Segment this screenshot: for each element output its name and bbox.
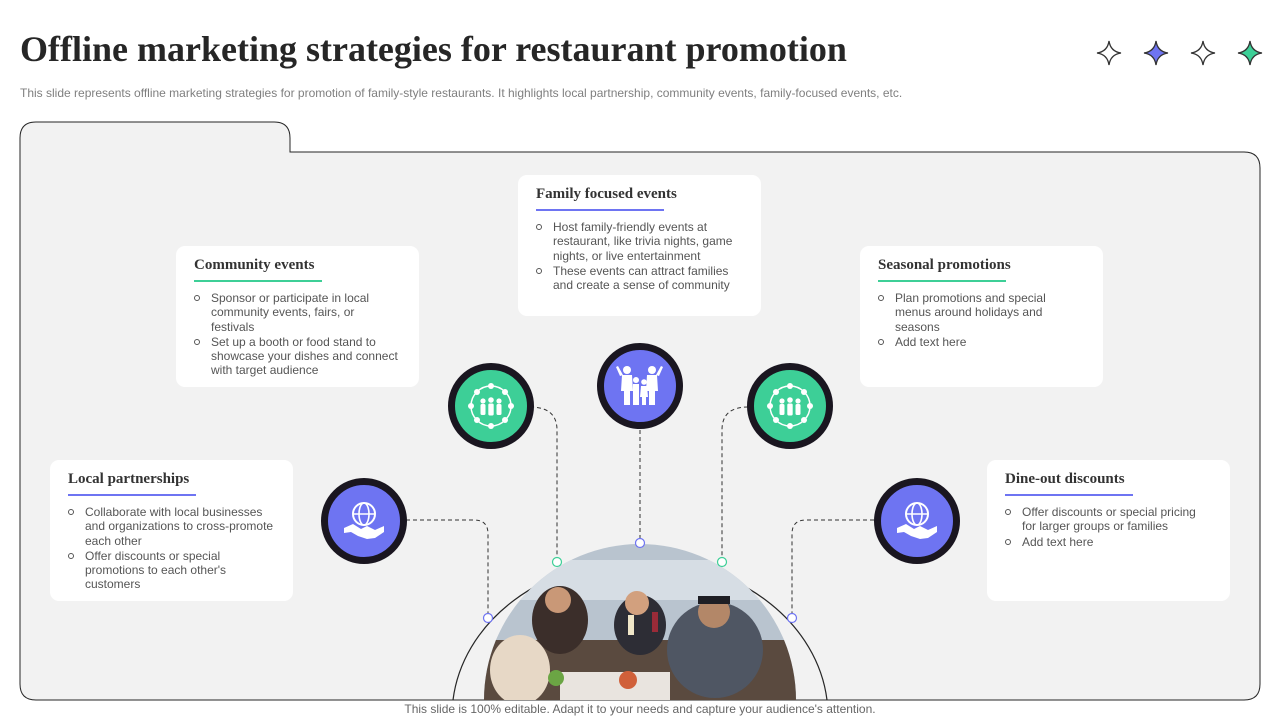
restaurant-photo <box>484 544 796 700</box>
card-title: Family focused events <box>536 186 677 202</box>
seasonal-promotions-badge <box>747 363 833 449</box>
list-item: Collaborate with local businesses and or… <box>68 505 275 548</box>
title-underline <box>68 494 196 496</box>
sparkle-star-icon <box>1190 40 1216 66</box>
community-network-icon <box>767 383 813 429</box>
footer-note: This slide is 100% editable. Adapt it to… <box>404 702 876 716</box>
connector-lines <box>406 406 874 618</box>
handshake-globe-icon <box>344 502 384 539</box>
handshake-globe-icon <box>897 502 937 539</box>
list-item: Add text here <box>878 335 1085 349</box>
sparkle-star-icon <box>1096 40 1122 66</box>
card-community-events: Community events Sponsor or participate … <box>176 246 419 387</box>
list-item: Offer discounts or special promotions to… <box>68 549 275 592</box>
sparkle-star-icon <box>1143 40 1169 66</box>
title-underline <box>878 280 1006 282</box>
card-dineout-discounts: Dine-out discounts Offer discounts or sp… <box>987 460 1230 601</box>
local-partnerships-badge <box>321 478 407 564</box>
page-subtitle: This slide represents offline marketing … <box>20 86 903 100</box>
community-events-badge <box>448 363 534 449</box>
title-underline <box>1005 494 1133 496</box>
connector-dots <box>482 537 798 624</box>
title-underline <box>194 280 322 282</box>
list-item: Offer discounts or special pricing for l… <box>1005 505 1212 534</box>
card-list: Sponsor or participate in local communit… <box>194 291 401 378</box>
card-title: Community events <box>194 257 315 273</box>
family-icon <box>616 366 663 405</box>
sparkle-star-icon <box>1237 40 1263 66</box>
card-local-partnerships: Local partnerships Collaborate with loca… <box>50 460 293 601</box>
card-list: Offer discounts or special pricing for l… <box>1005 505 1212 549</box>
list-item: Set up a booth or food stand to showcase… <box>194 335 401 378</box>
card-title: Local partnerships <box>68 471 190 487</box>
card-seasonal-promotions: Seasonal promotions Plan promotions and … <box>860 246 1103 387</box>
card-list: Plan promotions and special menus around… <box>878 291 1085 349</box>
card-family-focused-events: Family focused events Host family-friend… <box>518 175 761 316</box>
dineout-discounts-badge <box>874 478 960 564</box>
list-item: Add text here <box>1005 535 1212 549</box>
card-list: Host family-friendly events at restauran… <box>536 220 743 292</box>
family-events-badge <box>597 343 683 429</box>
title-underline <box>536 209 664 211</box>
card-title: Dine-out discounts <box>1005 471 1125 487</box>
community-network-icon <box>468 383 514 429</box>
sparkle-stars <box>1096 40 1263 66</box>
list-item: Sponsor or participate in local communit… <box>194 291 401 334</box>
list-item: Plan promotions and special menus around… <box>878 291 1085 334</box>
list-item: Host family-friendly events at restauran… <box>536 220 743 263</box>
page-title: Offline marketing strategies for restaur… <box>20 29 847 69</box>
card-list: Collaborate with local businesses and or… <box>68 505 275 592</box>
list-item: These events can attract families and cr… <box>536 264 743 293</box>
card-title: Seasonal promotions <box>878 257 1011 273</box>
